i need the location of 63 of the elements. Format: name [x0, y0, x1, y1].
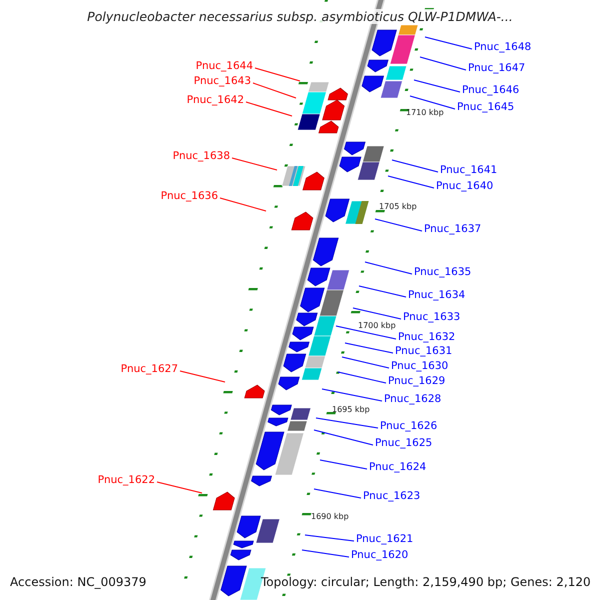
footer-text: Topology: circular; Length: 2,159,490 bp; Genes: 2,120 — [261, 575, 591, 590]
gene-label: Pnuc_1628 — [384, 393, 442, 406]
gene-label: Pnuc_1636 — [160, 190, 218, 203]
gene-label: Pnuc_1620 — [351, 549, 408, 562]
gene-label: Pnuc_1621 — [356, 533, 414, 546]
leader-line — [314, 430, 374, 446]
position-label: 1710 kbp — [406, 108, 444, 117]
leader-line — [322, 388, 382, 402]
leader-line — [314, 488, 362, 498]
leader-line — [392, 160, 438, 172]
leader-line — [254, 68, 300, 82]
gene-label: Pnuc_1624 — [369, 461, 426, 474]
gene-label: Pnuc_1640 — [436, 180, 494, 193]
leader-line — [344, 342, 394, 354]
gene-label: Pnuc_1638 — [172, 150, 230, 163]
leader-line — [364, 262, 412, 274]
leader-line — [232, 158, 278, 170]
gene-label: Pnuc_1627 — [120, 363, 178, 376]
gene-label: Pnuc_1632 — [398, 331, 456, 344]
gene-label: Pnuc_1625 — [375, 437, 432, 450]
leader-line — [424, 36, 472, 50]
footer-text: Accession: NC_009379 — [10, 575, 146, 590]
position-label: 1690 kbp — [311, 512, 349, 521]
leader-line — [246, 102, 292, 116]
position-label: 1705 kbp — [379, 202, 417, 211]
leader-line — [252, 82, 296, 98]
leader-line — [180, 370, 226, 382]
leader-line — [220, 198, 266, 212]
position-label: 1695 kbp — [332, 405, 370, 414]
leader-line — [336, 326, 396, 340]
leader-line — [374, 218, 422, 232]
leader-line — [338, 372, 386, 384]
leader-line — [410, 96, 456, 110]
leader-line — [304, 534, 354, 542]
gene-label: Pnuc_1633 — [403, 311, 460, 324]
leader-line — [320, 460, 368, 470]
leader-line — [352, 308, 402, 320]
leader-line — [342, 356, 390, 368]
gene-label: Pnuc_1634 — [408, 289, 466, 302]
gene-label: Pnuc_1623 — [363, 490, 420, 503]
leader-line — [156, 482, 202, 494]
gene-label: Pnuc_1626 — [380, 420, 438, 433]
gene-label: Pnuc_1622 — [98, 474, 155, 487]
gene-label: Pnuc_1647 — [468, 62, 526, 75]
gene-label: Pnuc_1630 — [391, 360, 448, 373]
gene-label: Pnuc_1641 — [440, 164, 498, 177]
gene-label: Pnuc_1645 — [457, 101, 514, 114]
leader-line — [420, 56, 466, 70]
leader-line — [302, 550, 350, 558]
gene-label: Pnuc_1646 — [462, 84, 520, 97]
position-label: 1700 kbp — [358, 320, 396, 330]
gene-label: Pnuc_1642 — [186, 94, 244, 107]
gene-label: Pnuc_1629 — [388, 375, 446, 388]
gene-label: Pnuc_1635 — [414, 266, 472, 279]
leader-line — [388, 176, 434, 188]
leader-line — [414, 80, 460, 92]
gene-label: Pnuc_1644 — [196, 60, 253, 73]
gene-label: Pnuc_1643 — [194, 75, 251, 88]
leader-line — [358, 286, 406, 298]
gene-label: Pnuc_1637 — [424, 223, 482, 236]
gene-label: Pnuc_1648 — [474, 41, 532, 54]
leader-line — [316, 418, 378, 428]
gene-label: Pnuc_1631 — [395, 345, 452, 358]
